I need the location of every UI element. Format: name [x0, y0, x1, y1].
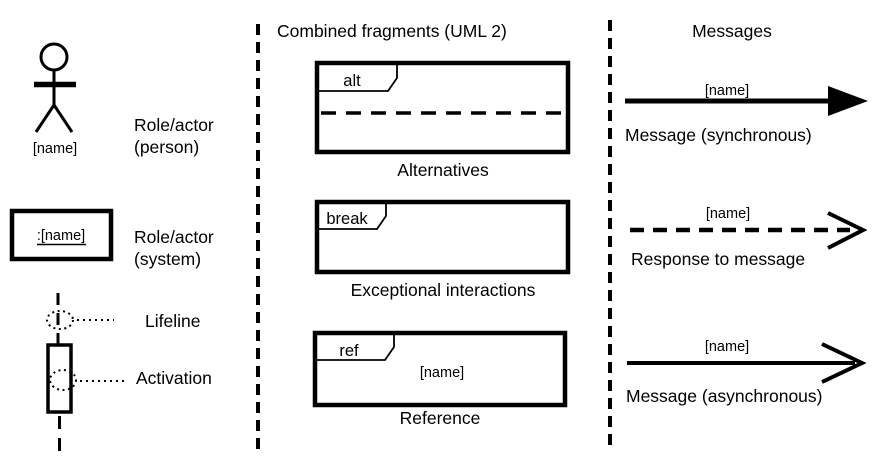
- message-asynchronous: [name] Message (asynchronous): [626, 339, 867, 406]
- fragment-alt-caption: Alternatives: [397, 160, 489, 180]
- fragment-break: break Exceptional interactions: [314, 199, 571, 300]
- fragment-ref-box: [312, 330, 568, 408]
- message-response-open-arrowhead-icon: [827, 211, 868, 250]
- message-sync-name-label: [name]: [705, 83, 749, 99]
- fragment-break-caption: Exceptional interactions: [351, 280, 536, 300]
- messages-header: Messages: [692, 21, 772, 41]
- fragment-break-box: [314, 199, 571, 275]
- fragment-ref-operator-label: ref: [339, 342, 359, 360]
- fragment-break-operator-label: break: [326, 210, 368, 228]
- lifeline-caption: Lifeline: [145, 311, 200, 331]
- message-response: [name] Response to message: [630, 206, 868, 269]
- message-synchronous: [name] Message (synchronous): [625, 83, 868, 145]
- actor-person-icon: [34, 42, 76, 133]
- message-sync-caption: Message (synchronous): [625, 125, 812, 145]
- fragment-ref: ref [name] Reference: [312, 330, 568, 428]
- fragment-ref-caption: Reference: [400, 408, 481, 428]
- message-response-name-label: [name]: [706, 206, 750, 222]
- fragment-alt: alt Alternatives: [314, 60, 571, 180]
- actor-person-name-label: [name]: [33, 141, 77, 157]
- activation-caption: Activation: [136, 368, 212, 388]
- fragments-header: Combined fragments (UML 2): [277, 21, 507, 41]
- actor-person-caption-line1: Role/actor: [134, 115, 214, 135]
- message-async-open-arrowhead-icon: [821, 342, 867, 384]
- message-async-name-label: [name]: [705, 339, 749, 355]
- fragment-alt-operator-label: alt: [343, 72, 361, 90]
- lifeline-marker-ellipse: [46, 310, 74, 330]
- actor-system-caption-line2: (system): [134, 249, 201, 269]
- actor-leg-right: [52, 104, 74, 133]
- actor-leg-left: [34, 104, 56, 133]
- actor-system-caption-line1: Role/actor: [134, 227, 214, 247]
- message-async-caption: Message (asynchronous): [626, 386, 822, 406]
- activation-bar: [46, 343, 73, 414]
- actor-person-caption-line2: (person): [134, 137, 199, 157]
- actor-head: [39, 42, 69, 72]
- activation-marker-ellipse: [49, 369, 77, 391]
- fragment-alt-box: [314, 60, 571, 155]
- actor-system-name-label: :[name]: [37, 228, 85, 244]
- message-sync-filled-arrowhead-icon: [828, 86, 868, 116]
- message-response-caption: Response to message: [631, 249, 805, 269]
- actor-system-box: [9, 208, 114, 262]
- fragment-ref-name-label: [name]: [420, 365, 464, 381]
